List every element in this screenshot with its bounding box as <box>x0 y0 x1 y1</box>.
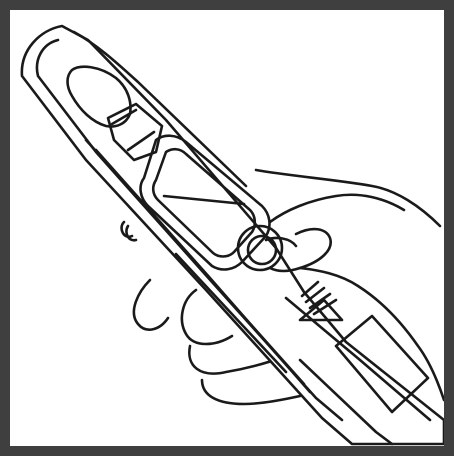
handheld-device-illustration <box>10 10 444 446</box>
side-peg <box>126 226 136 240</box>
thermometer-device-icon <box>22 26 444 444</box>
